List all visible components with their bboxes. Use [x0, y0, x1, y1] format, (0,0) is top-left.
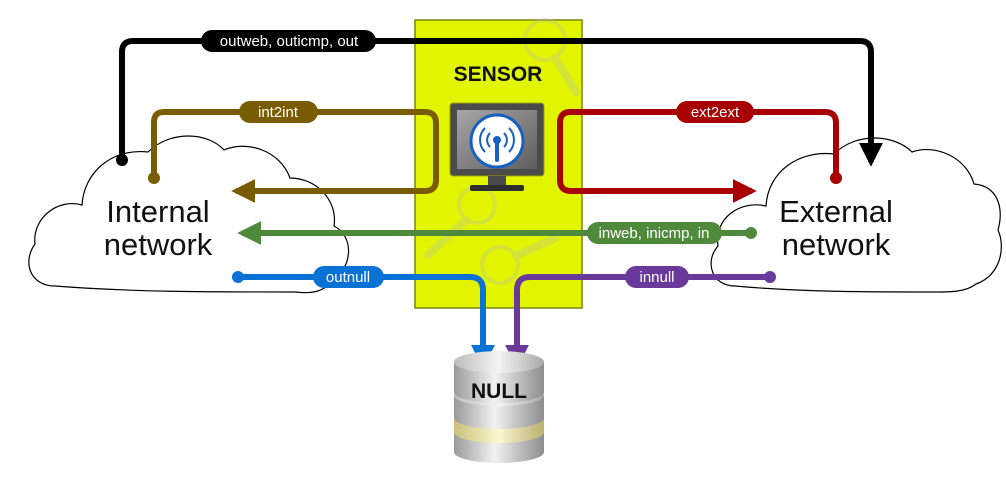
sensor-panel: SENSOR: [414, 18, 583, 309]
flow-int2int: int2int: [148, 101, 439, 203]
database-icon: [454, 351, 544, 463]
flow-in-pill: [587, 222, 722, 244]
flow-int2int-label: int2int: [258, 104, 299, 121]
internal-network-line2: network: [104, 227, 213, 262]
flow-out-pill: [201, 30, 376, 52]
magnifier-icon: [480, 234, 559, 285]
internal-network-cloud: Internal network: [28, 135, 350, 294]
flow-innull-label: innull: [639, 269, 674, 286]
flow-outnull: outnull: [232, 266, 495, 369]
flow-ext2ext-pill: [676, 101, 754, 123]
null-label: NULL: [471, 380, 527, 403]
external-network-line2: network: [782, 227, 891, 262]
wifi-icon: [469, 113, 525, 169]
flow-in-label: inweb, inicmp, in: [599, 225, 710, 242]
flow-in: inweb, inicmp, in: [237, 221, 757, 245]
external-network-cloud: External network: [710, 137, 1002, 293]
flow-outnull-label: outnull: [326, 269, 370, 286]
internal-network-line1: Internal: [106, 194, 209, 229]
flow-out: outweb, outicmp, out: [116, 30, 883, 167]
flow-out-label: outweb, outicmp, out: [220, 33, 359, 50]
flow-outnull-pill: [313, 266, 384, 288]
sensor-title: SENSOR: [454, 63, 543, 86]
flow-innull: innull: [505, 266, 776, 369]
flow-ext2ext-label: ext2ext: [691, 104, 740, 121]
cloud-icon: [28, 135, 350, 294]
external-network-line1: External: [779, 194, 893, 229]
flow-ext2ext: ext2ext: [557, 101, 842, 203]
cloud-icon: [710, 137, 1002, 293]
flow-innull-pill: [625, 266, 689, 288]
null-database: NULL: [454, 351, 544, 463]
flow-int2int-pill: [239, 101, 318, 123]
